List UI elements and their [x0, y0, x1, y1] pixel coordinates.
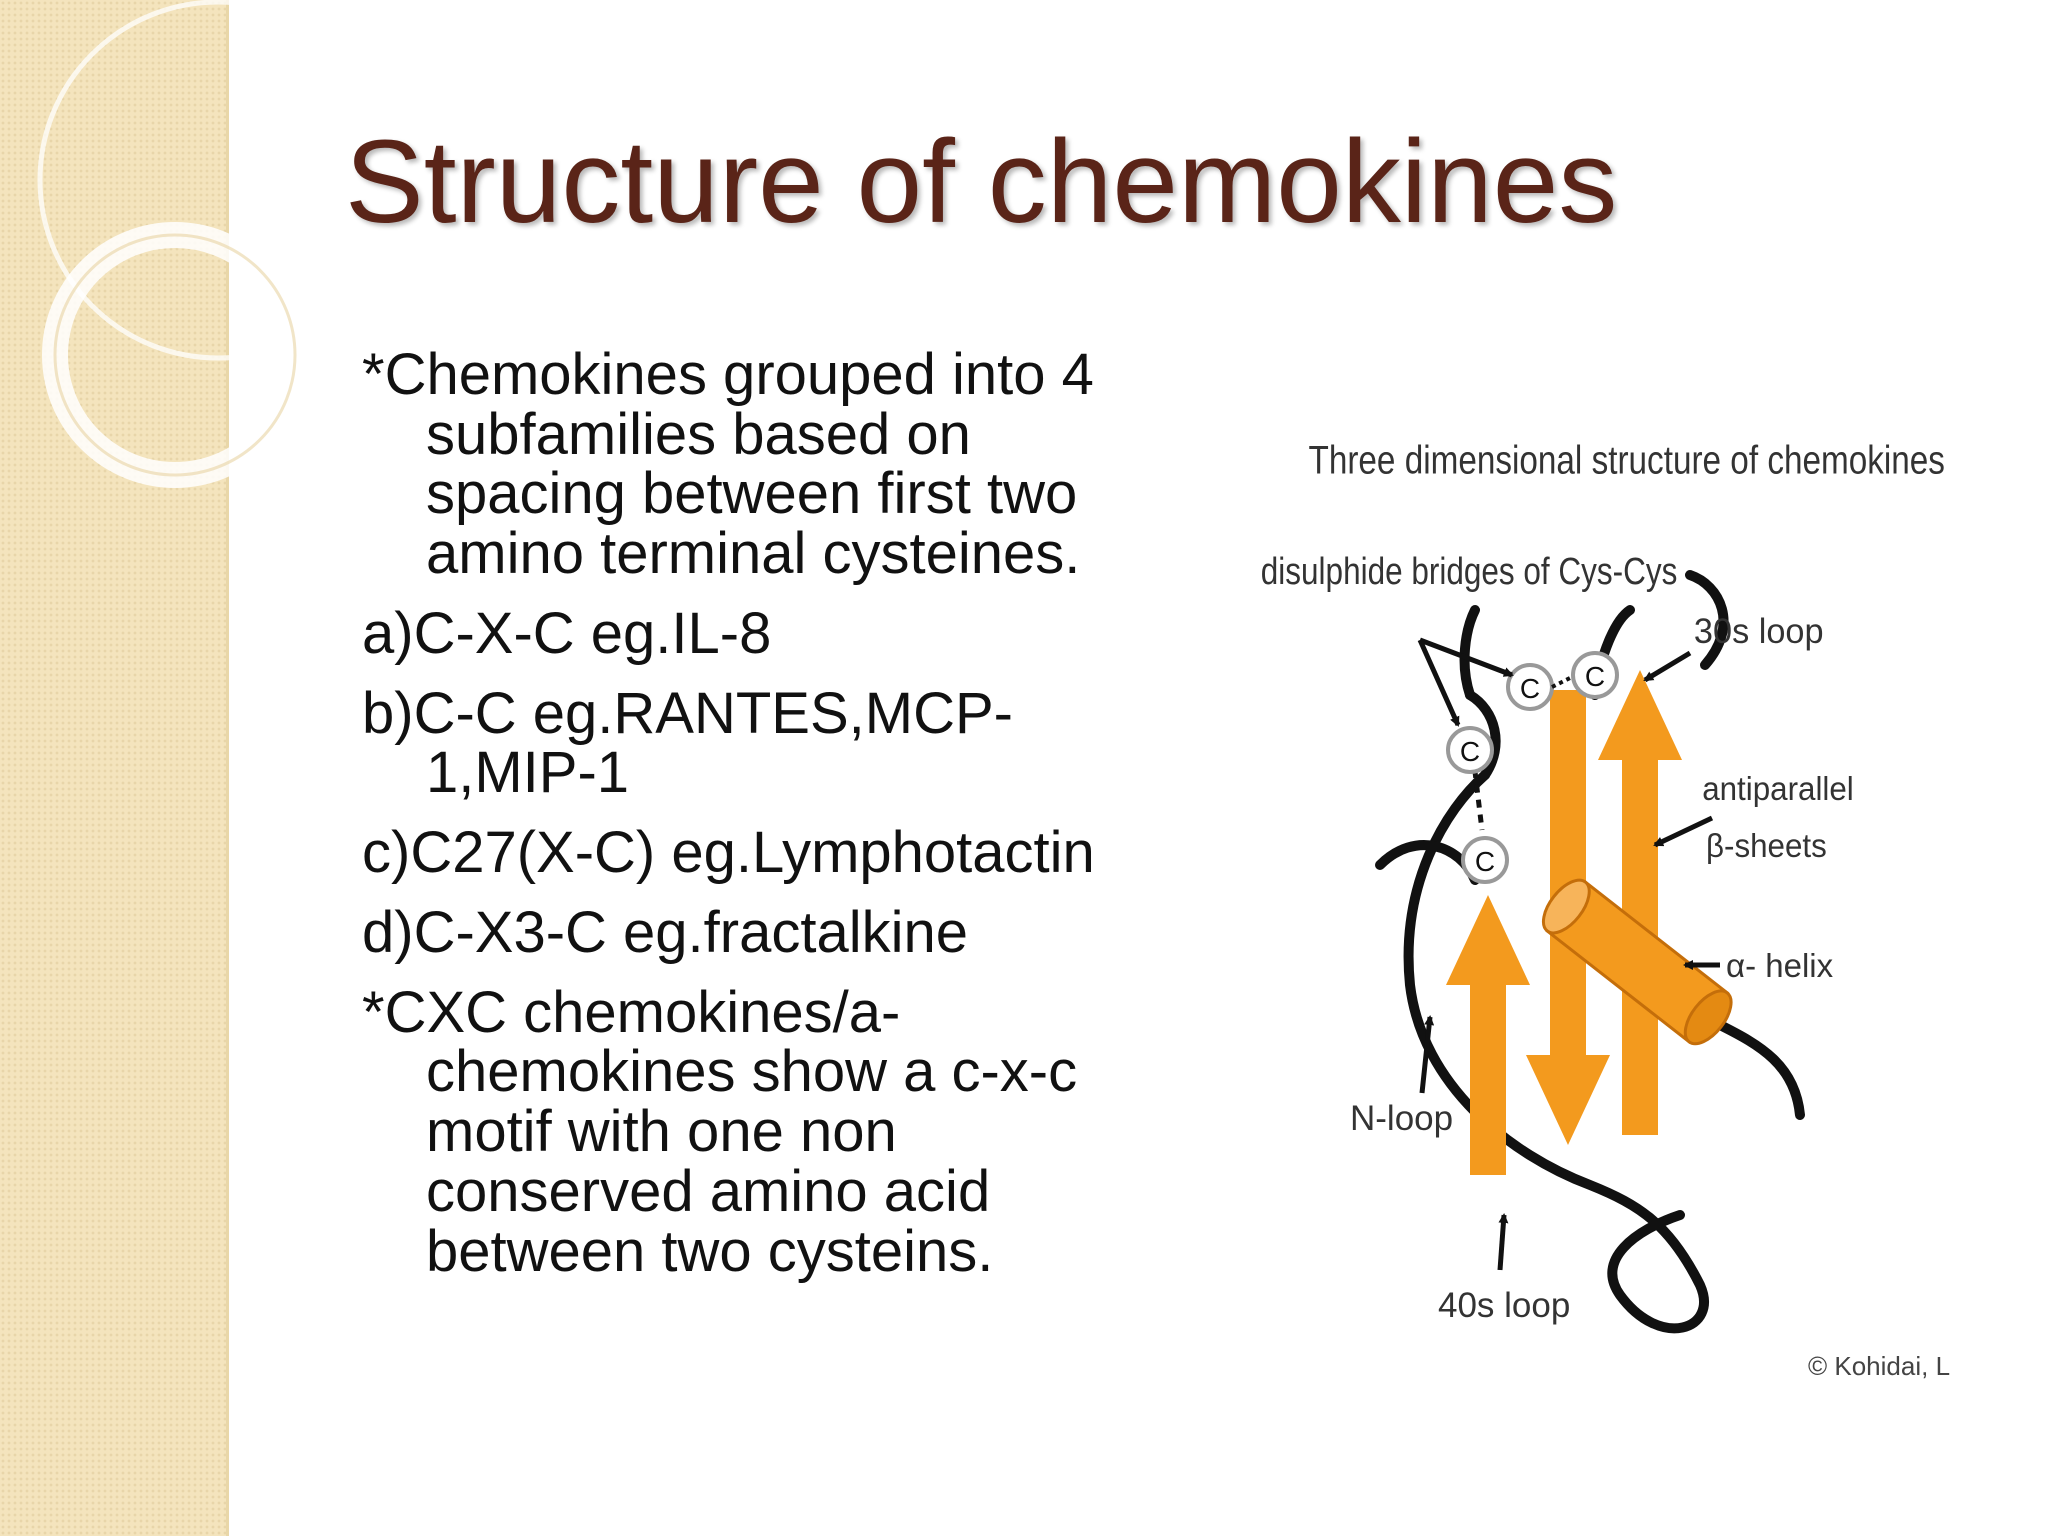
n-loop-label: N-loop: [1350, 1099, 1453, 1138]
antiparallel-label: antiparallel: [1702, 770, 1854, 807]
cysteine-1-letter: C: [1460, 736, 1480, 767]
slide-body: *Chemokines grouped into 4 subfamilies b…: [362, 345, 1122, 1301]
cysteine-4-letter: C: [1585, 661, 1605, 692]
cysteine-3: C: [1506, 663, 1554, 711]
cysteine-dots: [1551, 675, 1573, 689]
cysteine-3-letter: C: [1520, 673, 1540, 704]
chemokine-structure-diagram: Three dimensional structure of chemokine…: [1261, 438, 1950, 1381]
copyright-label: © Kohidai, L: [1808, 1351, 1950, 1381]
loop-30s-label: 30s loop: [1694, 613, 1824, 651]
body-paragraph-cxc: a)C-X-C eg.IL-8: [362, 600, 772, 666]
beta-strand-middle: [1526, 690, 1610, 1145]
decorative-circles: [37, 0, 320, 488]
slide-title: Structure of chemokines: [345, 116, 1618, 248]
sidebar-edge: [226, 0, 229, 1536]
body-paragraph-motif: *CXC chemokines/a-chemokines show a c-x-…: [362, 979, 1078, 1284]
coil-backbone: [1375, 570, 1805, 1334]
alpha-helix-label: α- helix: [1726, 947, 1834, 984]
body-paragraph-cx3c: d)C-X3-C eg.fractalkine: [362, 899, 968, 965]
cysteine-4: C: [1571, 651, 1619, 699]
label-arrows: [1417, 637, 1720, 1271]
body-paragraph-intro: *Chemokines grouped into 4 subfamilies b…: [362, 342, 1094, 587]
loop-40s-label: 40s loop: [1438, 1286, 1570, 1325]
beta-strand-left: [1446, 895, 1530, 1175]
cysteine-2: C: [1461, 836, 1509, 884]
disulphide-bond-dashes: [1470, 754, 1485, 831]
cysteine-1: C: [1446, 726, 1494, 774]
cysteine-2-letter: C: [1475, 846, 1495, 877]
disulphide-label: disulphide bridges of Cys-Cys: [1261, 551, 1678, 592]
diagram-title: Three dimensional structure of chemokine…: [1309, 438, 1945, 483]
alpha-helix-cylinder: [1541, 878, 1733, 1046]
body-paragraph-cc: b)C-C eg.RANTES,MCP-1,MIP-1: [362, 680, 1013, 806]
beta-sheets-label: β-sheets: [1706, 827, 1827, 864]
body-paragraph-c: c)C27(X-C) eg.Lymphotactin: [362, 820, 1095, 886]
